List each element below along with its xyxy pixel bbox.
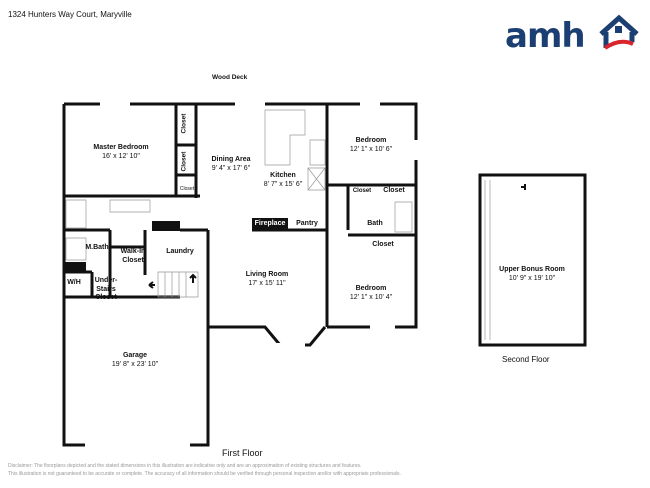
water-heater-label: W/H	[67, 279, 81, 286]
first-floor-label: First Floor	[222, 448, 263, 458]
closet-label: Closet	[180, 113, 188, 134]
closet-label: Closet	[179, 186, 195, 192]
second-floor-label: Second Floor	[502, 355, 550, 364]
property-address: 1324 Hunters Way Court, Maryville	[8, 10, 132, 19]
fireplace-block	[252, 218, 288, 231]
under-stairs-closet-label: Under-Stairs Closet	[94, 277, 118, 301]
fireplace-label: Fireplace	[254, 220, 286, 227]
closet-label: Closet	[352, 188, 372, 194]
disclaimer-line-2: This illustration is not guaranteed to b…	[8, 471, 401, 477]
closet-label: Closet	[372, 241, 394, 248]
logo-text: amh	[505, 16, 586, 56]
room-bath: Bath	[367, 220, 383, 227]
disclaimer-line-1: Disclaimer: The floorplans depicted and …	[8, 463, 362, 469]
house-logo-icon	[599, 14, 639, 50]
pantry-label: Pantry	[296, 220, 318, 227]
closet-label: Closet	[383, 187, 405, 194]
room-laundry: Laundry	[166, 248, 194, 255]
amh-logo: amh	[505, 8, 640, 56]
room-m-bath: M.Bath	[85, 244, 109, 251]
closet-label: Closet	[180, 151, 188, 172]
wood-deck-label: Wood Deck	[212, 74, 248, 81]
room-walk-in-closet: Walk-In Closet	[120, 248, 146, 264]
